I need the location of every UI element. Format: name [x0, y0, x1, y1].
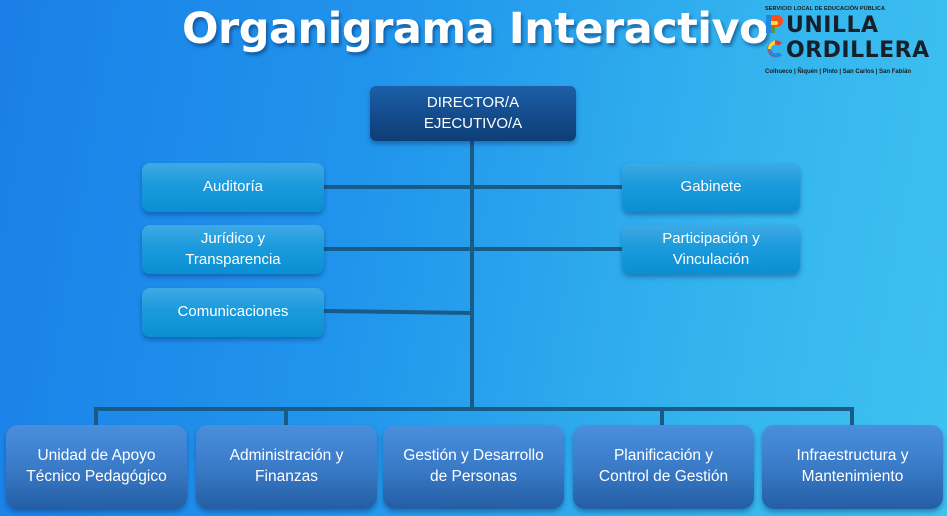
- unit-node-utp[interactable]: Unidad de Apoyo Técnico Pedagógico: [6, 425, 187, 509]
- connector-units-bus: [94, 407, 854, 426]
- logo-line-1-text: UNILLA: [786, 13, 879, 38]
- unit-node-infraestructura[interactable]: Infraestructura y Mantenimiento: [762, 425, 943, 509]
- staff-node-juridico[interactable]: Jurídico y Transparencia: [142, 225, 324, 274]
- staff-label: Jurídico y Transparencia: [185, 230, 281, 268]
- unit-node-administracion[interactable]: Administración y Finanzas: [196, 425, 377, 509]
- unit-label: Administración y Finanzas: [229, 447, 344, 485]
- logo-service-label: SERVICIO LOCAL DE EDUCACIÓN PÚBLICA: [765, 6, 886, 12]
- unit-label: Infraestructura y Mantenimiento: [796, 447, 909, 485]
- director-label: DIRECTOR/A EJECUTIVO/A: [423, 94, 523, 132]
- logo-communes: Coihueco | Ñiquén | Pinto | San Carlos |…: [765, 69, 912, 75]
- unit-node-planificacion[interactable]: Planificación y Control de Gestión: [573, 425, 754, 509]
- staff-node-gabinete[interactable]: Gabinete: [622, 163, 800, 212]
- staff-label: Auditoría: [202, 178, 264, 196]
- staff-node-participacion[interactable]: Participación y Vinculación: [622, 225, 800, 274]
- unit-node-gestion-personas[interactable]: Gestión y Desarrollo de Personas: [383, 425, 564, 509]
- staff-label: Comunicaciones: [177, 303, 289, 321]
- logo-line-2: ORDILLERA: [765, 38, 930, 63]
- page-title: Organigrama Interactivo: [182, 4, 769, 54]
- unit-label: Planificación y Control de Gestión: [598, 447, 729, 485]
- staff-node-comunicaciones[interactable]: Comunicaciones: [142, 288, 324, 337]
- unit-label: Unidad de Apoyo Técnico Pedagógico: [26, 447, 167, 485]
- punilla-cordillera-logo: SERVICIO LOCAL DE EDUCACIÓN PÚBLICA UNIL…: [763, 6, 943, 81]
- unit-label: Gestión y Desarrollo de Personas: [403, 447, 544, 485]
- staff-label: Participación y Vinculación: [662, 230, 760, 268]
- logo-line-2-text: ORDILLERA: [786, 38, 930, 63]
- staff-node-auditoria[interactable]: Auditoría: [142, 163, 324, 212]
- staff-label: Gabinete: [680, 178, 742, 196]
- logo-c-icon: [765, 38, 785, 60]
- logo-p-icon: [765, 13, 785, 35]
- connector-comunicaciones: [323, 309, 473, 315]
- logo-line-1: UNILLA: [765, 13, 879, 38]
- director-node[interactable]: DIRECTOR/A EJECUTIVO/A: [370, 86, 576, 141]
